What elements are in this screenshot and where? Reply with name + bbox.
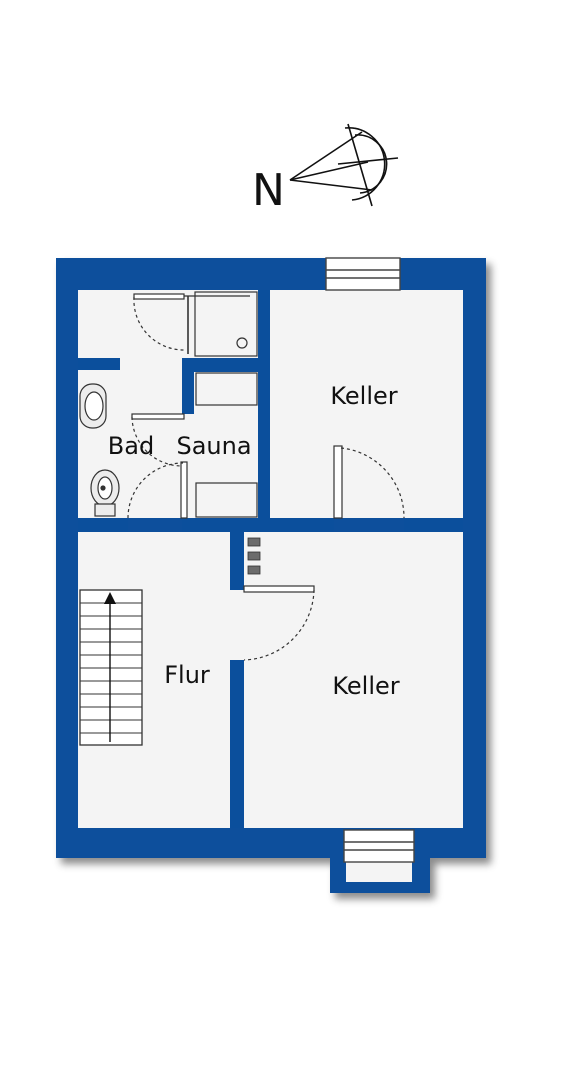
- wall-sauna-left: [182, 372, 194, 414]
- fixtures: [79, 383, 120, 517]
- door-keller-top: [333, 445, 405, 519]
- sink-icon: [79, 383, 107, 429]
- drain-icon: [236, 337, 248, 349]
- stair-arrow-icon: [104, 592, 116, 742]
- wall-keller-keller: [404, 518, 463, 532]
- wall-flur-keller: [230, 660, 244, 828]
- windows: [325, 257, 415, 863]
- wall-bad-stub: [78, 358, 120, 370]
- interior-walls: [78, 290, 463, 828]
- compass: N: [252, 123, 399, 216]
- room-label-sauna: Sauna: [176, 432, 251, 460]
- hall-opening: [230, 590, 244, 660]
- staircase: [79, 589, 143, 746]
- room-label-bad: Bad: [108, 432, 154, 460]
- shower: [194, 291, 258, 357]
- door-shower: [133, 293, 250, 354]
- compass-rose-icon: [289, 123, 399, 207]
- keller-top-floor: [270, 290, 463, 518]
- north-label: N: [252, 165, 285, 216]
- door-bad: [127, 461, 188, 519]
- window-top: [325, 257, 401, 291]
- room-label-flur: Flur: [164, 661, 210, 689]
- wall-sauna-keller: [258, 290, 270, 518]
- window-bottom: [343, 829, 415, 863]
- wall-bad-flur: [78, 518, 128, 532]
- wall-chimney: [230, 532, 244, 590]
- chimney-vents: [247, 537, 261, 575]
- door-sauna: [131, 413, 185, 467]
- keller-bottom-floor: [244, 532, 463, 828]
- room-label-keller-top: Keller: [330, 382, 397, 410]
- doors: [127, 293, 405, 661]
- door-keller-bottom: [243, 585, 315, 661]
- sauna-benches: [195, 372, 258, 518]
- room-label-keller-bottom: Keller: [332, 672, 399, 700]
- toilet-icon: [90, 469, 120, 517]
- wall-sauna-flur: [182, 518, 334, 532]
- wall-shower-sauna: [182, 358, 258, 372]
